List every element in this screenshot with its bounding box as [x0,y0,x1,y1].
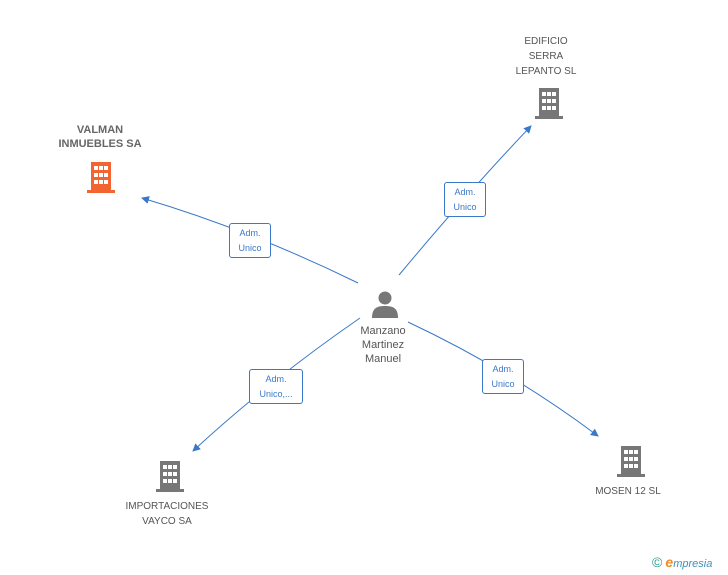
building-icon[interactable] [85,160,117,194]
person-name[interactable]: Manzano Martinez Manuel [360,325,406,365]
company-name-importaciones[interactable]: IMPORTACIONES VAYCO SA [125,501,209,527]
building-icon[interactable] [615,444,647,478]
edge-label-mosen[interactable]: Adm. Unico [482,359,524,394]
company-name-edificio[interactable]: EDIFICIO SERRA LEPANTO SL [515,36,577,77]
building-icon[interactable] [154,459,186,493]
brand-initial: e [665,554,674,570]
copyright-symbol: © [652,554,663,570]
brand-logo: © empresia [652,554,712,570]
edge-label-edificio[interactable]: Adm. Unico [444,182,486,217]
brand-name: mpresia [673,558,713,570]
building-icon[interactable] [533,86,565,120]
edge-label-valman[interactable]: Adm. Unico [229,223,271,258]
company-name-mosen[interactable]: MOSEN 12 SL [595,486,661,497]
company-name-valman[interactable]: VALMAN INMUEBLES SA [58,124,142,150]
person-icon[interactable] [370,289,400,319]
edge-label-importaciones[interactable]: Adm. Unico,... [249,369,303,404]
